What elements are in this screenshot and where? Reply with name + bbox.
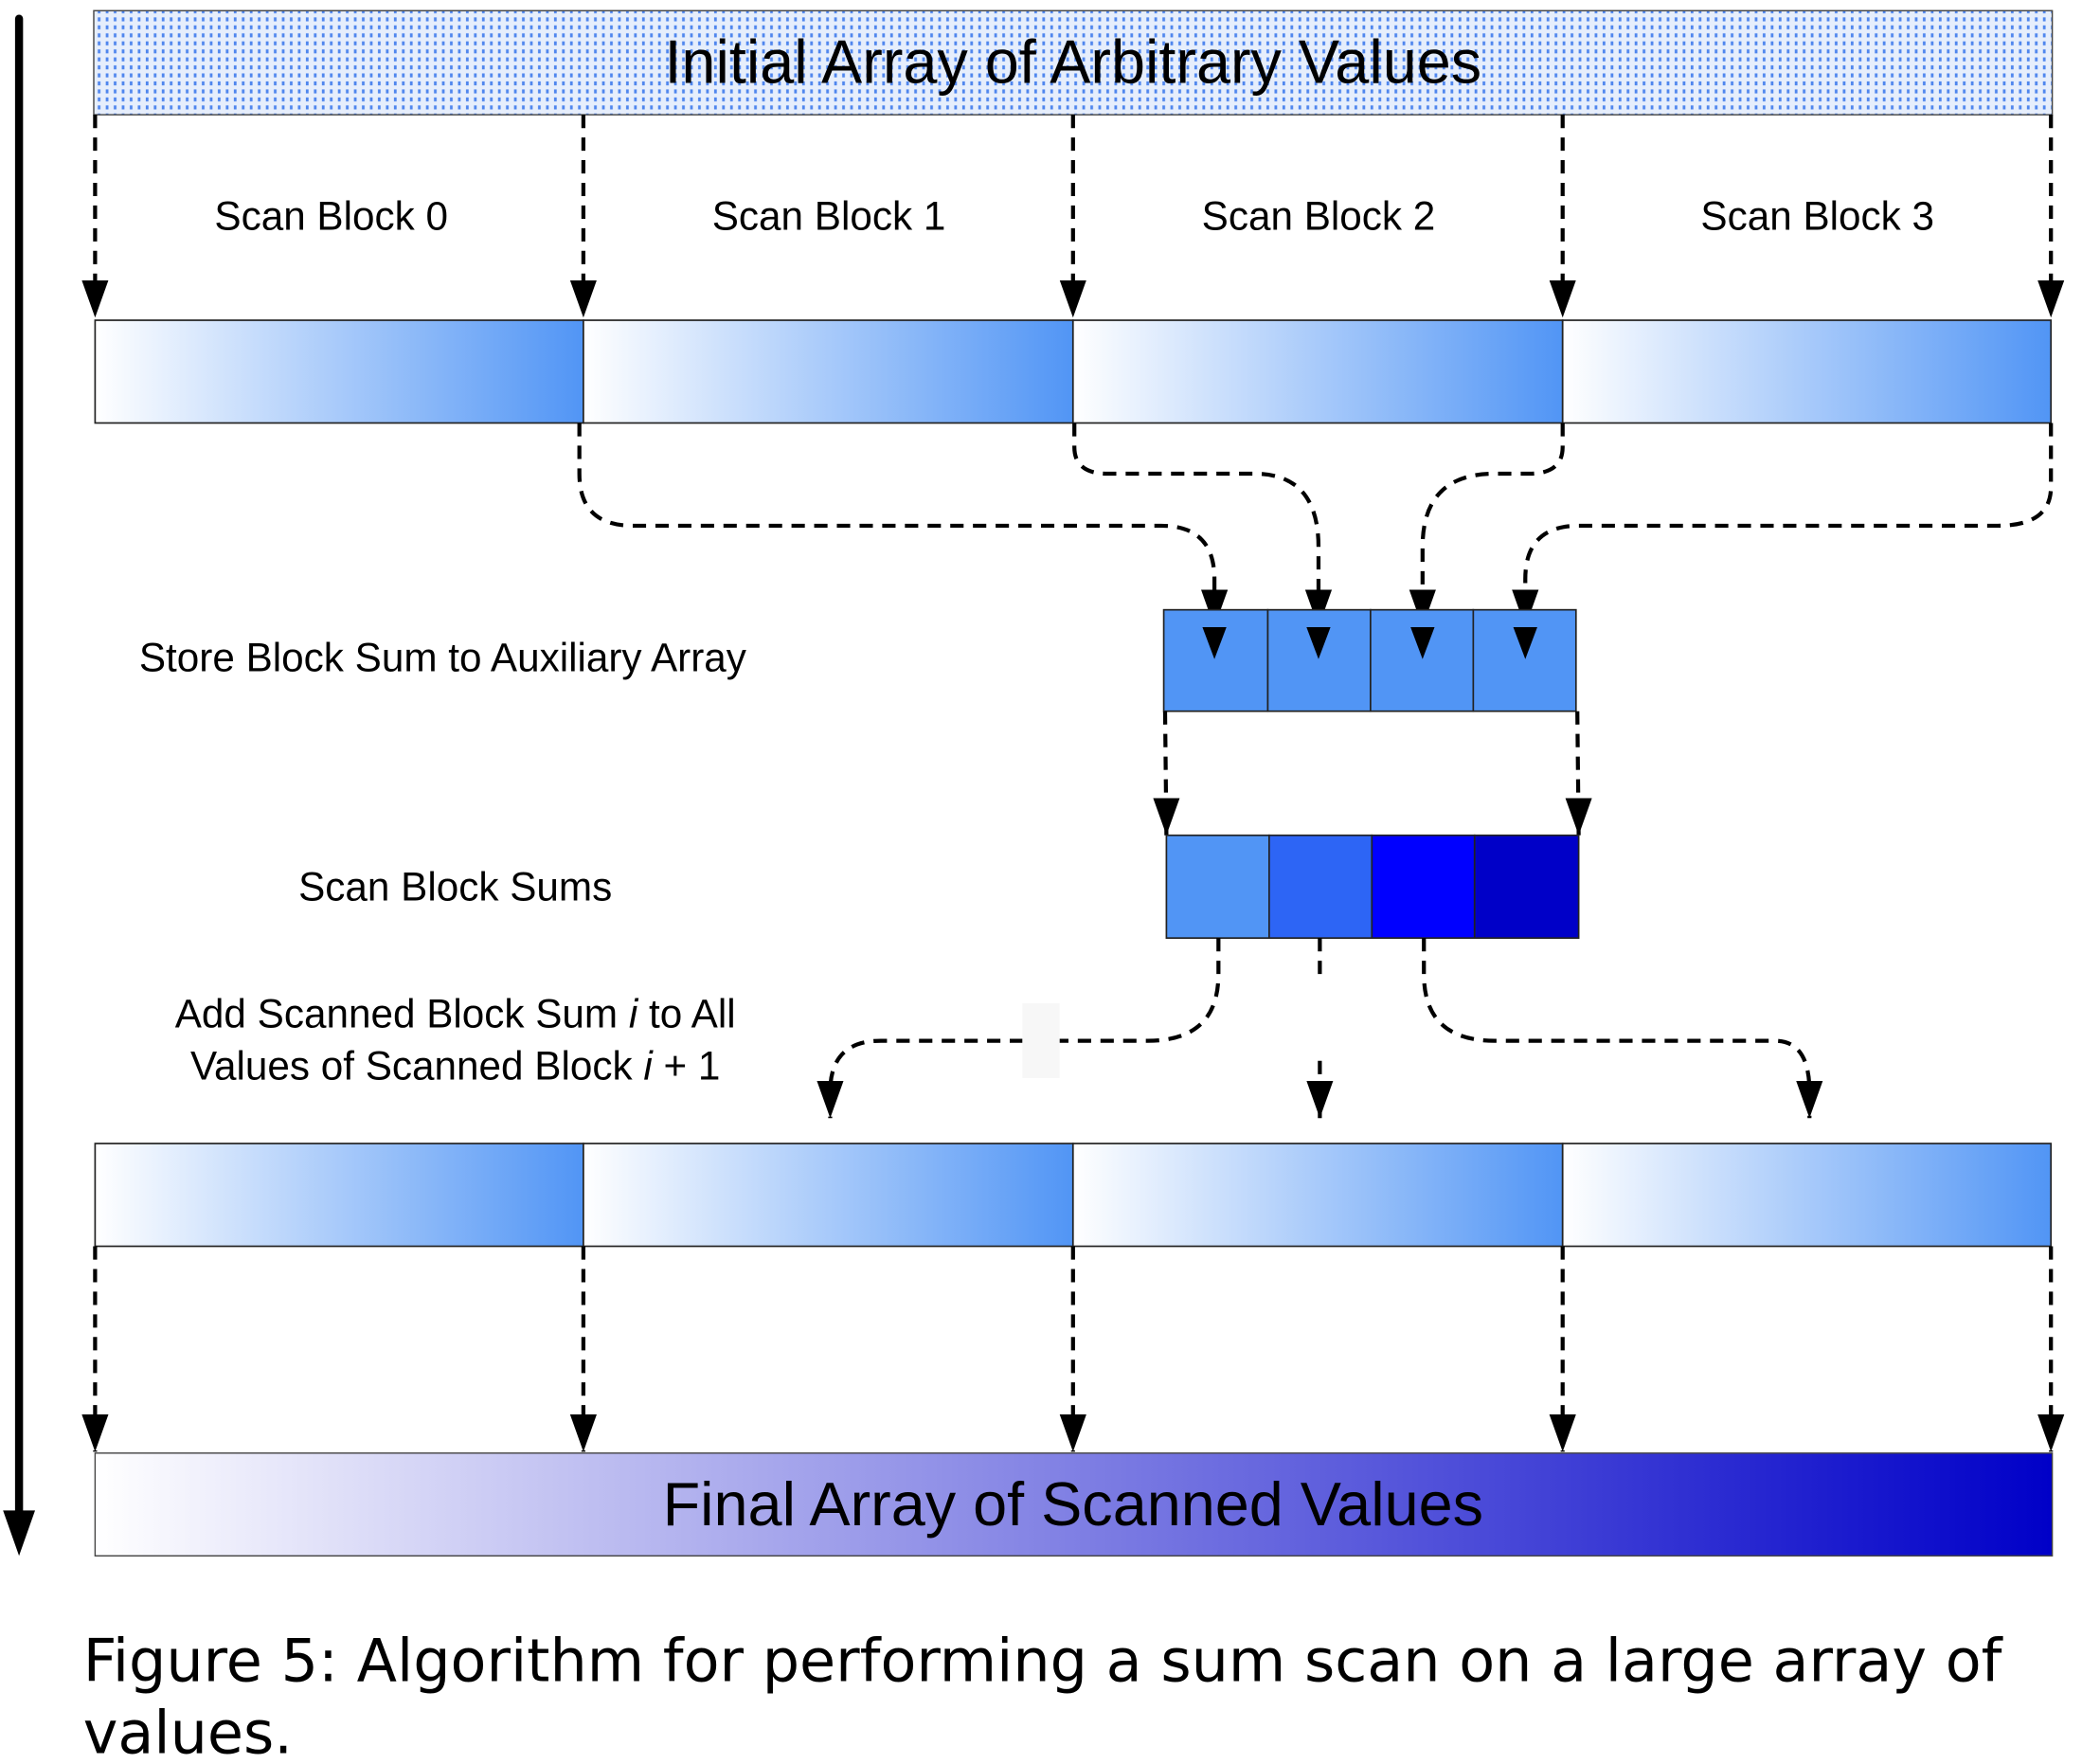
add-step-label-line1: Add Scanned Block Sum i to All xyxy=(175,992,736,1036)
scan-block-label-0: Scan Block 0 xyxy=(214,193,448,238)
initial-array-label: Initial Array of Arbitrary Values xyxy=(664,27,1481,96)
block-sum-arrows xyxy=(577,423,2054,627)
scanned-sum-cell-3 xyxy=(1473,834,1580,940)
add-step-label-line2: Values of Scanned Block i + 1 xyxy=(190,1043,720,1088)
add-arrows xyxy=(817,938,1823,1119)
aux-cell-3 xyxy=(1472,608,1577,712)
auxiliary-array xyxy=(1162,608,1577,712)
scanned-blocks-row xyxy=(94,319,2053,424)
merge-arrows xyxy=(81,1246,2065,1452)
updated-blocks-row xyxy=(94,1143,2053,1248)
scanned-sum-cell-0 xyxy=(1165,834,1270,940)
timeline-arrow xyxy=(3,14,36,1557)
initial-array: Initial Array of Arbitrary Values xyxy=(93,9,2054,116)
scan-block-sums-label: Scan Block Sums xyxy=(298,865,612,909)
aux-cell-0 xyxy=(1162,608,1269,712)
scanned-block-0 xyxy=(94,319,584,424)
figure-caption-line2: values. xyxy=(83,1699,293,1764)
updated-block-3 xyxy=(1561,1143,2053,1248)
scanned-sum-cell-1 xyxy=(1268,834,1373,940)
figure-caption-line1: Figure 5: Algorithm for performing a sum… xyxy=(83,1627,2003,1696)
scanned-block-sums xyxy=(1165,834,1580,940)
scan-block-label-3: Scan Block 3 xyxy=(1700,193,1934,238)
scanned-block-3 xyxy=(1561,319,2053,424)
scanned-block-1 xyxy=(583,319,1074,424)
store-block-sum-label: Store Block Sum to Auxiliary Array xyxy=(139,635,747,679)
aux-cell-2 xyxy=(1370,608,1475,712)
final-array: Final Array of Scanned Values xyxy=(94,1452,2054,1557)
scan-sums-arrows xyxy=(1153,711,1592,836)
final-array-label: Final Array of Scanned Values xyxy=(663,1469,1483,1539)
scanned-sum-cell-2 xyxy=(1371,834,1476,940)
scanned-block-2 xyxy=(1071,319,1564,424)
aux-cell-1 xyxy=(1266,608,1372,712)
split-arrows xyxy=(81,115,2065,318)
updated-block-0 xyxy=(94,1143,584,1248)
plus-highlight xyxy=(1022,1003,1060,1079)
scan-block-label-1: Scan Block 1 xyxy=(712,193,946,238)
updated-block-2 xyxy=(1071,1143,1564,1248)
scan-block-label-2: Scan Block 2 xyxy=(1202,193,1436,238)
updated-block-1 xyxy=(583,1143,1074,1248)
